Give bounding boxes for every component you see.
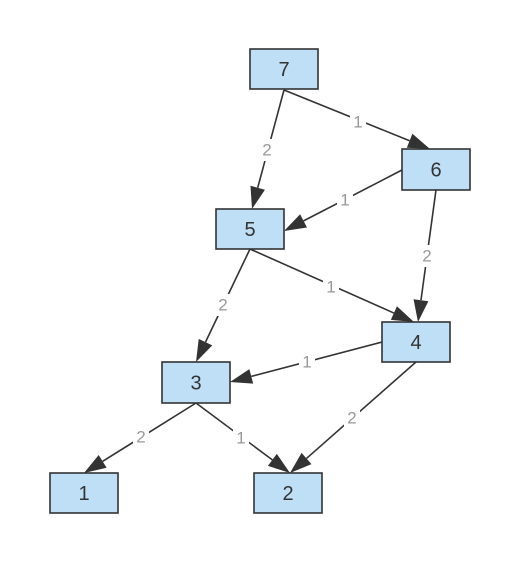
arrowhead-icon [196,338,213,362]
node-5: 5 [215,208,285,250]
edge-label-background [133,426,149,448]
node-box [249,48,319,90]
edge-6-5: 1 [284,169,403,231]
node-label: 3 [190,373,201,395]
arrowhead-icon [84,454,107,473]
node-1: 1 [49,472,119,514]
edge-4-3: 1 [230,341,383,384]
node-box [401,148,471,191]
node-2: 2 [253,472,323,514]
edge-label-background [215,294,231,316]
arrowhead-icon [250,185,265,209]
edge-weight-label: 2 [218,296,227,315]
edge-weight-label: 2 [262,141,271,160]
edge-label-background [299,351,315,373]
node-6: 6 [401,148,471,191]
edge-weight-label: 1 [236,429,245,448]
arrowhead-icon [230,369,254,384]
edge-weight-label: 2 [347,409,356,428]
edge-7-6: 1 [283,89,430,149]
edge-4-2: 2 [290,361,417,473]
edge-label-background [419,245,435,267]
node-7: 7 [249,48,319,90]
edges-layer: 1 2 1 2 1 2 1 2 2 1 [84,89,437,473]
node-label: 1 [78,483,89,505]
node-label: 7 [278,59,289,81]
node-4: 4 [381,321,451,363]
edge-label-background [337,189,353,211]
edge-7-5: 2 [250,89,285,209]
edge-weight-label: 1 [340,191,349,210]
arrowhead-icon [284,214,307,231]
node-box [253,472,323,514]
node-label: 4 [410,332,421,354]
edge-line [102,402,197,463]
edge-weight-label: 1 [326,278,335,297]
edge-label-background [350,111,366,133]
arrowhead-icon [406,133,430,149]
node-label: 5 [244,219,255,241]
edge-3-1: 2 [84,402,197,473]
arrowhead-icon [413,299,429,322]
arrowhead-icon [267,453,290,473]
edge-3-2: 1 [195,402,290,473]
edge-line [256,89,285,188]
edge-line [305,361,417,460]
node-label: 2 [282,483,293,505]
edge-weight-label: 1 [302,353,311,372]
edge-5-4: 1 [249,248,414,322]
edge-label-background [344,407,360,429]
edge-label-background [259,139,275,161]
arrowhead-icon [390,306,414,322]
node-label: 6 [430,160,441,182]
node-3: 3 [161,361,231,404]
edge-6-4: 2 [413,189,437,322]
edge-line [249,248,395,314]
edge-5-3: 2 [196,248,251,362]
edge-line [251,341,383,378]
edge-weight-label: 2 [136,428,145,447]
edge-label-background [233,427,249,449]
edge-weight-label: 2 [422,247,431,266]
edge-line [283,89,410,142]
nodes-layer: 7 6 5 4 3 1 2 [49,48,471,514]
edge-weight-label: 1 [353,113,362,132]
arrowhead-icon [290,452,312,473]
node-box [215,208,285,250]
edge-label-background [323,276,339,298]
node-box [161,361,231,404]
node-box [381,321,451,363]
node-box [49,472,119,514]
